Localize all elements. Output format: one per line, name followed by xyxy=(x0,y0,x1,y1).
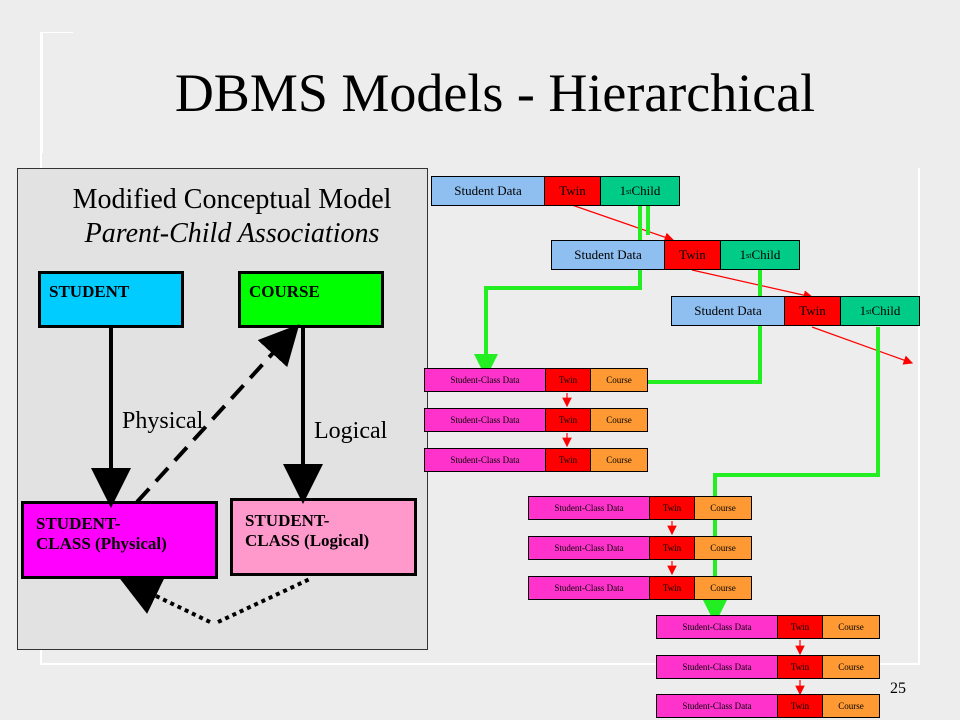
sc-twin-field: Twin xyxy=(649,497,694,519)
student-class-record: Student-Class Data Twin Course xyxy=(656,615,880,639)
sc-course-field: Course xyxy=(590,449,647,471)
dotted-link-right xyxy=(217,576,313,624)
sc-data-field: Student-Class Data xyxy=(529,537,649,559)
student-data-field: Student Data xyxy=(552,241,664,269)
page-number: 25 xyxy=(890,680,906,697)
physical-label: Physical xyxy=(122,408,204,434)
sc-twin-field: Twin xyxy=(545,409,590,431)
sc-data-field: Student-Class Data xyxy=(529,577,649,599)
twin-pointer-3 xyxy=(811,326,914,365)
twin-pointer-2 xyxy=(691,269,814,300)
sc-course-field: Course xyxy=(590,369,647,391)
student-entity: STUDENT xyxy=(38,271,184,328)
sc-data-field: Student-Class Data xyxy=(425,369,545,391)
child-pointer-1 xyxy=(474,206,642,378)
dashed-logical-parent-line xyxy=(135,324,300,504)
student-class-record: Student-Class Data Twin Course xyxy=(424,448,648,472)
student-class-record: Student-Class Data Twin Course xyxy=(656,655,880,679)
student-data-field: Student Data xyxy=(672,297,784,325)
student-data-field: Student Data xyxy=(432,177,544,205)
student-class-record: Student-Class Data Twin Course xyxy=(528,536,752,560)
sc-course-field: Course xyxy=(694,537,751,559)
twin-pointer-1 xyxy=(571,204,675,242)
sc-course-field: Course xyxy=(822,616,879,638)
sc-twin-field: Twin xyxy=(777,695,822,717)
sc-data-field: Student-Class Data xyxy=(529,497,649,519)
sc-data-field: Student-Class Data xyxy=(657,616,777,638)
course-entity: COURSE xyxy=(238,271,384,328)
student-class-record: Student-Class Data Twin Course xyxy=(528,576,752,600)
model-title: Modified Conceptual Model Parent-Child A… xyxy=(17,183,447,251)
logical-label: Logical xyxy=(314,418,388,444)
student-class-logical-entity: STUDENT- CLASS (Logical) xyxy=(230,498,417,576)
dotted-link-left xyxy=(119,577,211,624)
twin-field: Twin xyxy=(664,241,720,269)
sc-course-field: Course xyxy=(822,695,879,717)
sc-data-field: Student-Class Data xyxy=(425,409,545,431)
sc-twin-field: Twin xyxy=(649,537,694,559)
student-class-record: Student-Class Data Twin Course xyxy=(424,408,648,432)
sc-twin-field: Twin xyxy=(777,616,822,638)
sc-physical-line1: STUDENT- xyxy=(36,514,121,533)
sc-course-field: Course xyxy=(694,577,751,599)
sc-data-field: Student-Class Data xyxy=(657,695,777,717)
frame-horizontal-line xyxy=(40,663,920,665)
sc-course-field: Course xyxy=(694,497,751,519)
frame-corner-left xyxy=(40,32,73,153)
sc-physical-line2: CLASS (Physical) xyxy=(36,534,167,553)
sc-data-field: Student-Class Data xyxy=(425,449,545,471)
sc-logical-line1: STUDENT- xyxy=(245,511,330,530)
sc-twin-field: Twin xyxy=(545,449,590,471)
sc-twin-field: Twin xyxy=(777,656,822,678)
sc-data-field: Student-Class Data xyxy=(657,656,777,678)
twin-field: Twin xyxy=(784,297,840,325)
model-title-line2: Parent-Child Associations xyxy=(84,218,380,249)
frame-right-line xyxy=(918,168,920,665)
sc-course-field: Course xyxy=(822,656,879,678)
sc-twin-field: Twin xyxy=(545,369,590,391)
model-title-line1: Modified Conceptual Model xyxy=(72,184,392,215)
sc-logical-line2: CLASS (Logical) xyxy=(245,531,370,550)
student-class-record: Student-Class Data Twin Course xyxy=(424,368,648,392)
twin-field: Twin xyxy=(544,177,600,205)
student-class-record: Student-Class Data Twin Course xyxy=(528,496,752,520)
sc-course-field: Course xyxy=(590,409,647,431)
sc-twin-field: Twin xyxy=(649,577,694,599)
slide-title: DBMS Models - Hierarchical xyxy=(174,63,816,123)
student-class-record: Student-Class Data Twin Course xyxy=(656,694,880,718)
child-pointer-2 xyxy=(648,270,762,384)
child-pointer-3 xyxy=(703,327,880,624)
